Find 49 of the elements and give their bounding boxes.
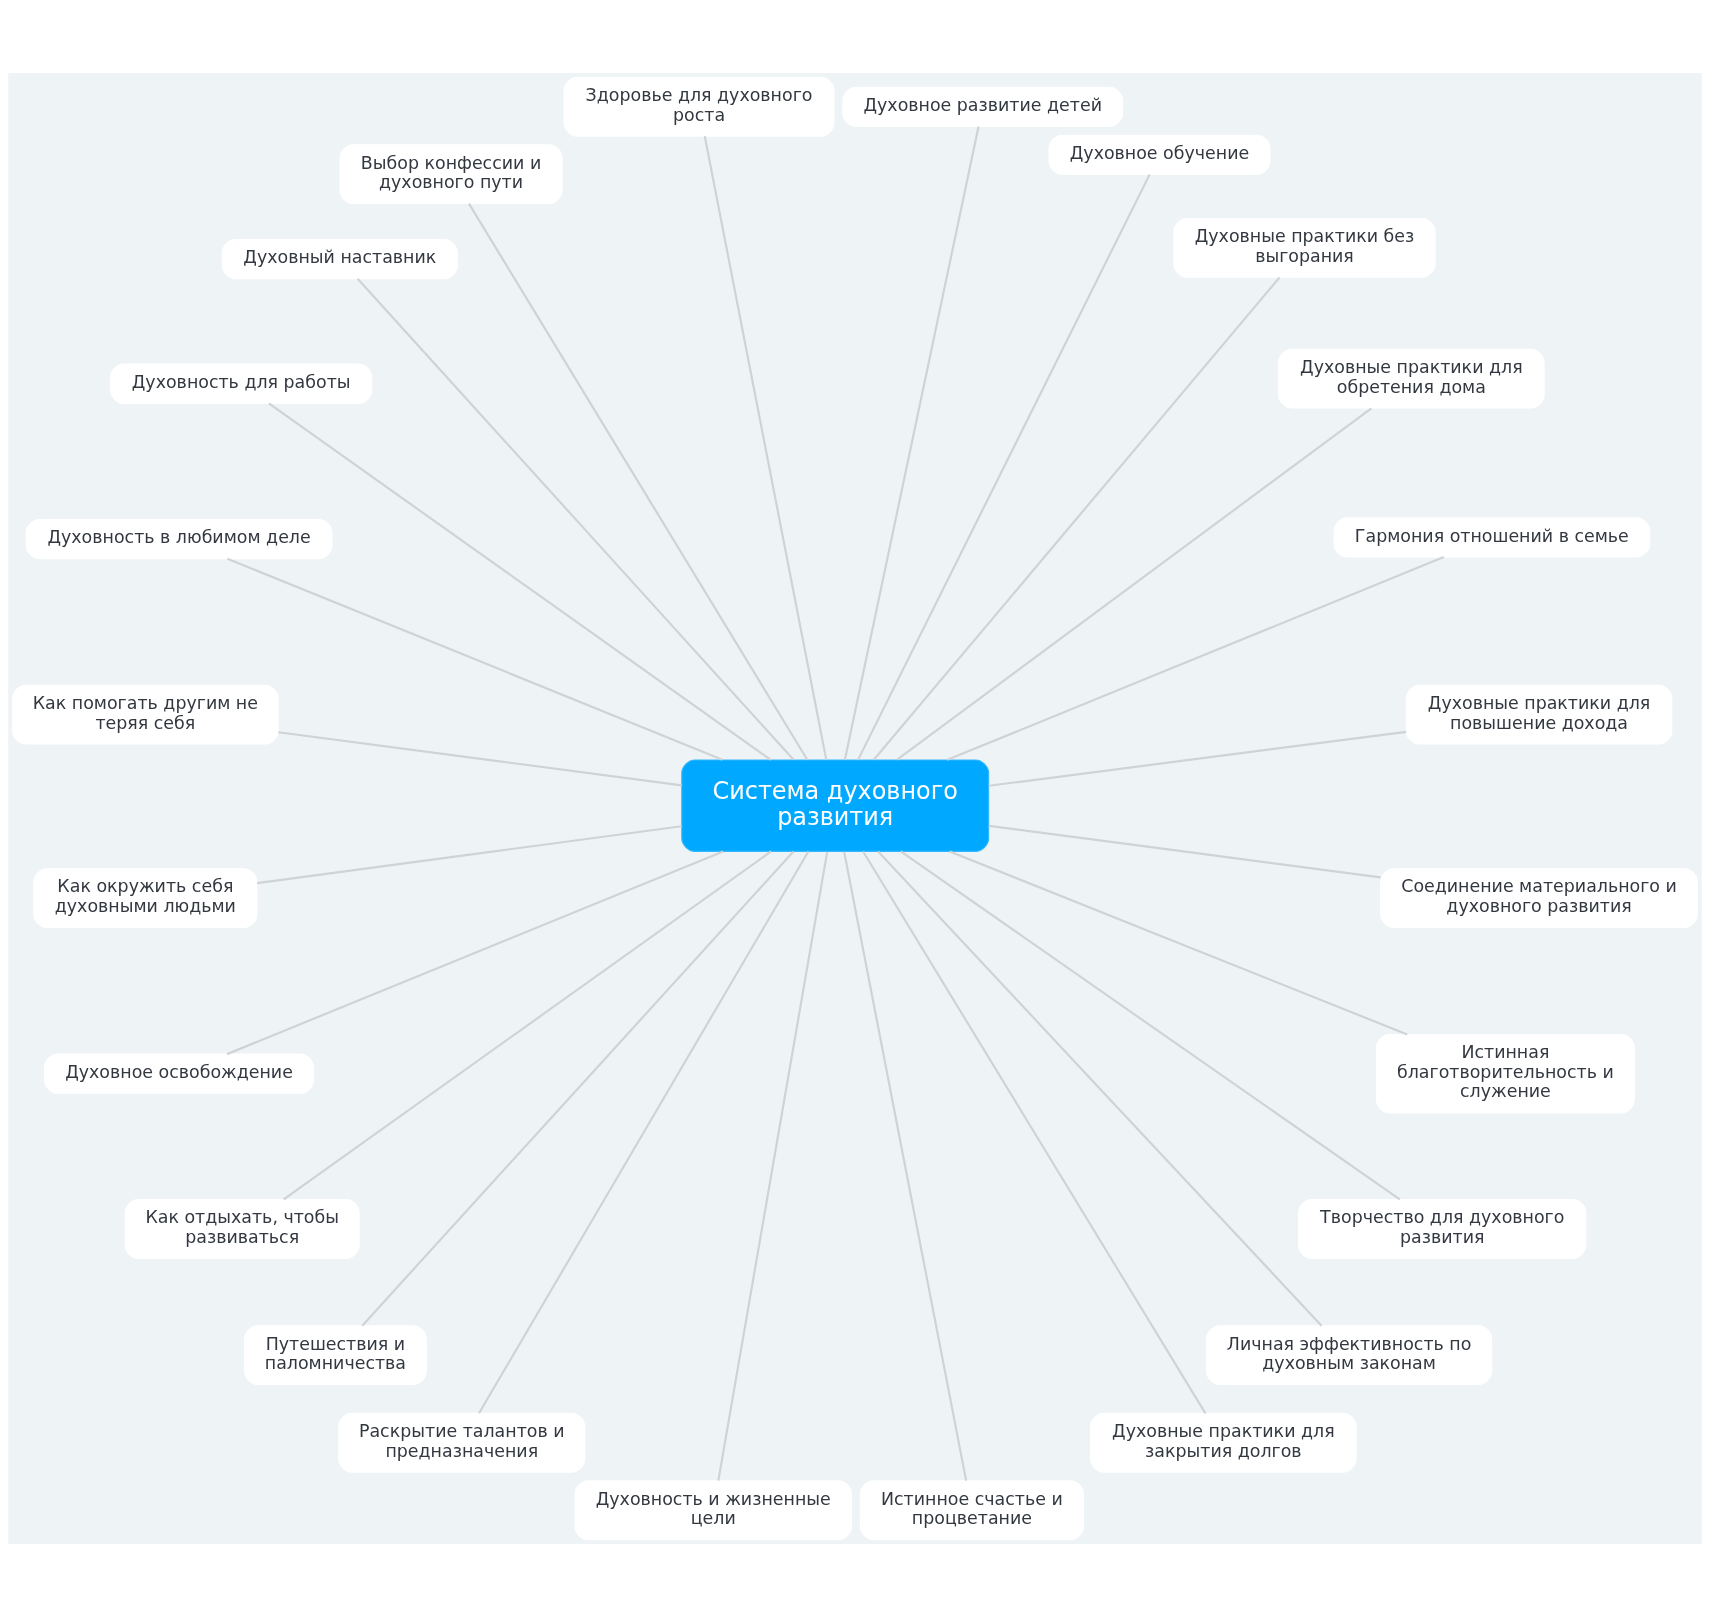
connector (988, 824, 1381, 878)
node-box: Духовность в любимом деле (25, 518, 333, 559)
connector (877, 850, 1323, 1326)
node-box: Духовное освобождение (44, 1053, 314, 1094)
connector (356, 277, 795, 760)
node-box: Как отдыхать, чтобы развиваться (124, 1198, 360, 1259)
node-box: Духовные практики для повышение дохода (1405, 684, 1673, 745)
node-box: Творчество для духовного развития (1298, 1198, 1587, 1259)
connector (988, 730, 1407, 787)
connector (843, 125, 980, 760)
connector (468, 202, 809, 760)
connector (283, 849, 772, 1200)
node-box: Духовность для работы (110, 363, 373, 404)
connector (896, 406, 1372, 761)
connector (949, 849, 1408, 1035)
node-box: Выбор конфессии и духовного пути (339, 143, 563, 204)
node-box: Здоровье для духовного роста (563, 76, 835, 137)
connector (703, 135, 828, 760)
node-box: Как окружить себя духовными людьми (33, 867, 258, 928)
connector (257, 824, 682, 884)
node-box: Духовный наставник (221, 238, 458, 279)
connector (226, 849, 724, 1055)
node-box: Путешествия и паломничества (244, 1324, 427, 1385)
node-box: Истинная благотворительность и служение (1375, 1033, 1635, 1113)
node-box: Духовные практики для закрытия долгов (1090, 1412, 1357, 1473)
node-box: Как помогать другим не теряя себя (12, 684, 279, 745)
connector (226, 557, 723, 761)
connector (873, 276, 1281, 760)
node-box: Гармония отношений в семье (1333, 516, 1651, 558)
node-box: Духовное развитие детей (842, 86, 1124, 127)
connector (946, 555, 1445, 761)
connector (857, 173, 1151, 760)
node-box: Раскрытие талантов и предназначения (338, 1412, 586, 1473)
node-box: Истинное счастье и процветание (859, 1479, 1084, 1540)
node-box: Соединение материального и духовного развития (1380, 867, 1698, 928)
connector (900, 849, 1401, 1200)
node-box: Духовное обучение (1048, 134, 1271, 175)
node-box: Личная эффективность по духовным законам (1206, 1324, 1493, 1385)
connector (268, 402, 772, 761)
connector (717, 851, 829, 1481)
connector (478, 850, 810, 1414)
connector (361, 850, 795, 1326)
node-box: Система духовного развития (681, 758, 990, 852)
node-box: Духовность и жизненные цели (574, 1479, 852, 1540)
connector (862, 850, 1207, 1414)
connector (843, 851, 968, 1481)
connector (278, 730, 682, 786)
node-box: Духовные практики без выгорания (1173, 217, 1436, 278)
node-box: Духовные практики для обретения дома (1278, 348, 1545, 409)
